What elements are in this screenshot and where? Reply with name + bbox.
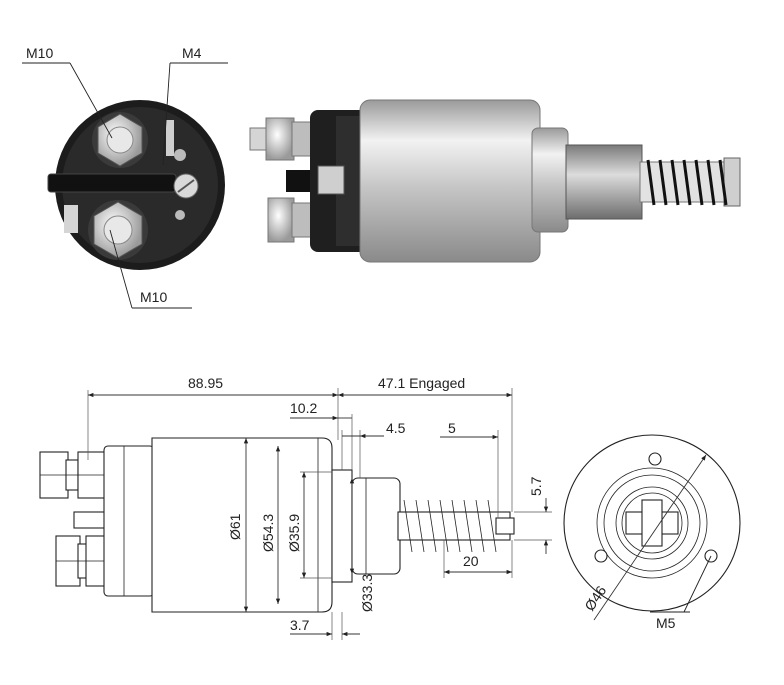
- front-flange-circle: [596, 467, 708, 579]
- dim-5: 5: [448, 420, 456, 436]
- terminal-tab: [166, 120, 174, 156]
- spring-outline: [403, 499, 497, 553]
- callout-bottom-m10-label: M10: [140, 289, 167, 305]
- dim-4-5: 4.5: [386, 420, 406, 436]
- dim-5-7: 5.7: [528, 476, 544, 496]
- dim-dia-54-3: Ø54.3: [260, 514, 276, 552]
- m4-terminal-side: [286, 170, 316, 192]
- callout-m4: M4: [162, 45, 228, 166]
- bridge-bar: [47, 173, 177, 193]
- body-flange: [531, 127, 569, 233]
- bottom-stud-thread: [103, 215, 133, 245]
- flange-outline: [331, 469, 353, 583]
- small-screw-bottom: [175, 210, 185, 220]
- body-outline: [151, 437, 333, 613]
- rod-outline: [397, 511, 511, 541]
- dimension-lines: [87, 388, 552, 640]
- front-view-drawing: Ø46 M5: [563, 434, 741, 631]
- dim-dia-35-9: Ø35.9: [286, 514, 302, 552]
- callout-top-m10-label: M10: [26, 45, 53, 61]
- callout-top-m10: M10: [22, 45, 113, 139]
- cap-terminal-bracket: [317, 165, 345, 195]
- dim-dia-33-3: Ø33.3: [359, 574, 375, 612]
- lower-stud-washer: [291, 202, 313, 238]
- top-stud-thread: [106, 126, 134, 154]
- dim-10-2: 10.2: [290, 400, 317, 416]
- spring: [646, 159, 728, 206]
- mount-hole-top: [648, 452, 662, 466]
- terminal-end-view-photo: [47, 100, 225, 270]
- mount-hole-left: [594, 549, 608, 563]
- rod-tip: [495, 517, 515, 535]
- dim-dia-61: Ø61: [227, 513, 243, 540]
- callout-bottom-m10: M10: [109, 229, 192, 309]
- plunger: [565, 144, 643, 220]
- dim-engaged: 47.1 Engaged: [378, 375, 465, 391]
- upper-stud-washer: [291, 121, 313, 157]
- callout-m4-label: M4: [182, 45, 202, 61]
- lower-stud-nut: [267, 197, 295, 243]
- callout-m5-label: M5: [656, 615, 676, 631]
- plunger-outline: [351, 477, 401, 575]
- dim-3-7: 3.7: [290, 617, 310, 633]
- dim-20: 20: [463, 553, 479, 569]
- spade-terminal: [64, 205, 78, 233]
- small-screw-top: [174, 149, 186, 161]
- metal-body: [359, 99, 541, 263]
- cap-outline: [103, 445, 155, 597]
- dim-overall-length: 88.95: [188, 375, 223, 391]
- dimensioned-side-drawing: [39, 437, 515, 613]
- upper-stud-nut: [265, 117, 295, 161]
- side-view-photo: [249, 99, 741, 263]
